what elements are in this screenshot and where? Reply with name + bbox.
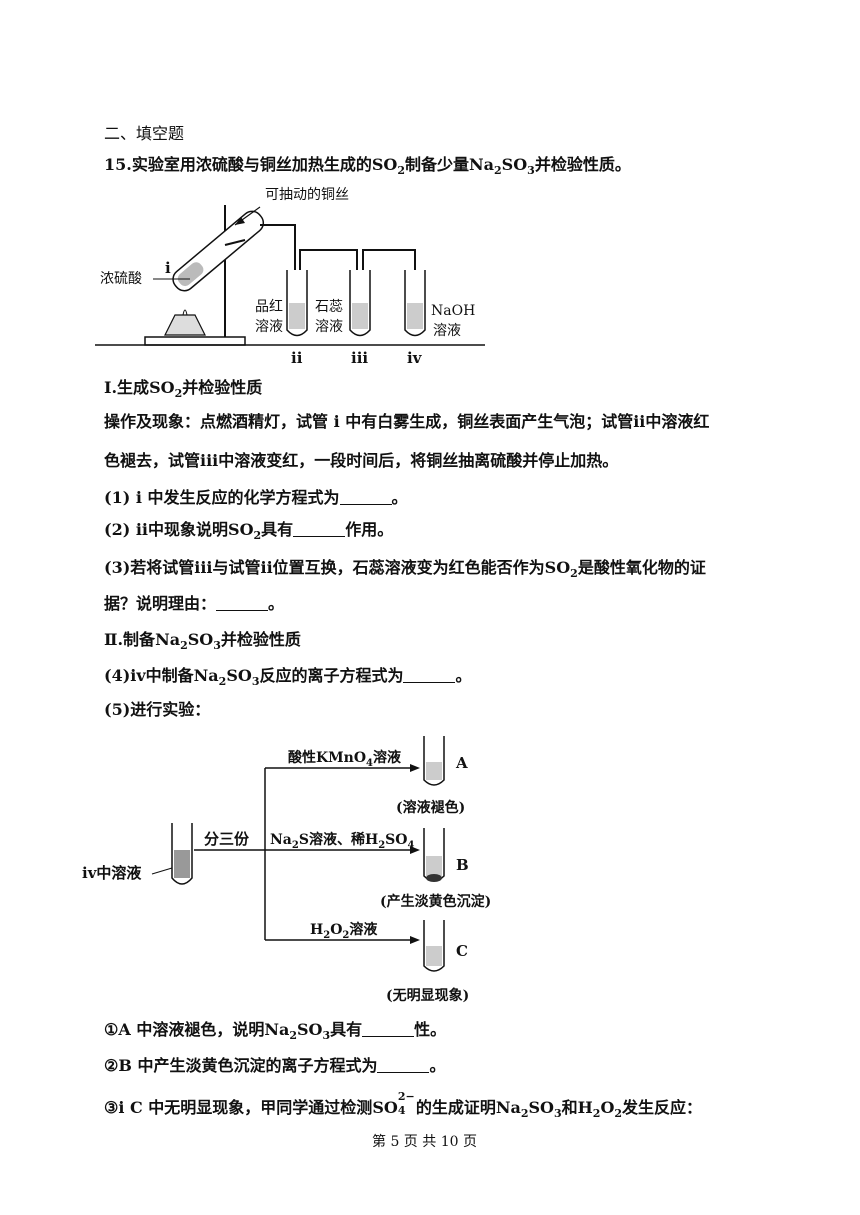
shirui-label-2: 溶液 xyxy=(315,319,343,335)
answer-blank-2[interactable] xyxy=(293,522,346,537)
tube-iii-liquid xyxy=(352,303,368,329)
tube-c-liquid xyxy=(426,946,442,966)
operation-line-1: 操作及现象：点燃酒精灯，试管 i 中有白雾生成，铜丝表面产生气泡；试管ii中溶液… xyxy=(104,412,710,431)
part2-title: Ⅱ.制备Na2SO3并检验性质 xyxy=(104,630,301,652)
copper-wire-label: 可抽动的铜丝 xyxy=(265,187,349,203)
sub-question-2: ②B 中产生淡黄色沉淀的离子方程式为。 xyxy=(104,1056,446,1075)
q15-mid: 制备少量 xyxy=(405,155,470,174)
tube-iv-liquid xyxy=(407,303,423,329)
tube-b-liquid xyxy=(426,856,442,876)
question-2: (2) ii中现象说明SO2具有作用。 xyxy=(104,520,394,542)
tube-ii-label: ii xyxy=(291,349,303,367)
question-15-intro: 15.实验室用浓硫酸与铜丝加热生成的SO2制备少量Na2SO3并检验性质。 xyxy=(104,155,631,181)
page-footer: 第 5 页 共 10 页 xyxy=(372,1134,477,1150)
section-title: 二、填空题 xyxy=(104,124,185,143)
part1-title: Ⅰ.生成SO2并检验性质 xyxy=(104,378,263,400)
q15-suffix: 并检验性质。 xyxy=(534,155,631,174)
label-c: C xyxy=(456,942,468,960)
lamp-flame xyxy=(182,309,188,316)
split-label: 分三份 xyxy=(204,830,250,848)
reagent-c: H2O2溶液 xyxy=(310,921,378,941)
answer-blank-4[interactable] xyxy=(403,668,456,683)
naoh-label-1: NaOH xyxy=(431,303,475,319)
reagent-b: Na2S溶液、稀H2SO4 xyxy=(270,831,414,851)
so2-formula: SO2 xyxy=(371,155,405,177)
acid-label: 浓硫酸 xyxy=(100,271,142,287)
label-b: B xyxy=(456,856,469,874)
tube-iii-label: iii xyxy=(351,349,368,367)
source-label: iv中溶液 xyxy=(82,864,142,882)
reagent-a: 酸性KMnO4溶液 xyxy=(288,749,402,769)
question-4: (4)iv中制备Na2SO3反应的离子方程式为。 xyxy=(104,666,472,688)
answer-blank-1[interactable] xyxy=(339,490,392,505)
tube-b-precipitate xyxy=(426,874,442,882)
question-3-line-1: (3)若将试管iii与试管ii位置互换，石蕊溶液变为红色能否作为SO2是酸性氧化… xyxy=(104,558,706,580)
sub-question-1: ①A 中溶液褪色，说明Na2SO3具有性。 xyxy=(104,1020,447,1042)
naoh-label-2: 溶液 xyxy=(433,323,461,339)
question-5: (5)进行实验： xyxy=(104,700,211,719)
na2so3-formula: Na2SO3 xyxy=(469,155,535,177)
question-1: (1) i 中发生反应的化学方程式为。 xyxy=(104,488,408,507)
shirui-label-1: 石蕊 xyxy=(315,299,343,315)
apparatus-diagram: 可抽动的铜丝 i 浓硫酸 品红 溶液 石蕊 溶液 NaOH 溶液 ii iii … xyxy=(95,187,485,367)
arrow-head xyxy=(235,217,245,225)
answer-blank-5[interactable] xyxy=(362,1022,415,1037)
answer-blank-3[interactable] xyxy=(216,596,269,611)
operation-line-2: 色褪去，试管iii中溶液变红，一段时间后，将铜丝抽离硫酸并停止加热。 xyxy=(104,451,619,470)
result-a: (溶液褪色) xyxy=(396,799,465,816)
clamp xyxy=(224,239,246,246)
result-b: (产生淡黄色沉淀) xyxy=(380,893,491,910)
pinhong-label-1: 品红 xyxy=(255,299,283,315)
stand-base xyxy=(144,336,246,346)
tube-i-label: i xyxy=(165,259,171,277)
arrow-c-head xyxy=(410,936,420,944)
arrow-b-head xyxy=(410,846,420,854)
answer-blank-6[interactable] xyxy=(377,1058,430,1073)
tube-ii-liquid xyxy=(289,303,305,329)
pinhong-label-2: 溶液 xyxy=(255,319,283,335)
label-a: A xyxy=(455,754,468,772)
flow-diagram: iv中溶液 分三份 酸性KMnO4溶液 Na2S溶液、稀H2SO4 H2O2溶液… xyxy=(82,736,491,1004)
tube-a-liquid xyxy=(426,762,442,780)
test-tube-i xyxy=(172,210,265,292)
source-pointer xyxy=(151,867,173,875)
tube-iv-label: iv xyxy=(407,349,423,367)
source-liquid xyxy=(174,850,190,878)
q15-prefix: 15.实验室用浓硫酸与铜丝加热生成的 xyxy=(104,155,372,174)
question-3-line-2: 据？说明理由：。 xyxy=(104,594,285,613)
result-c: (无明显现象) xyxy=(386,987,469,1004)
alcohol-lamp xyxy=(164,314,206,336)
arrow-a-head xyxy=(410,764,420,772)
